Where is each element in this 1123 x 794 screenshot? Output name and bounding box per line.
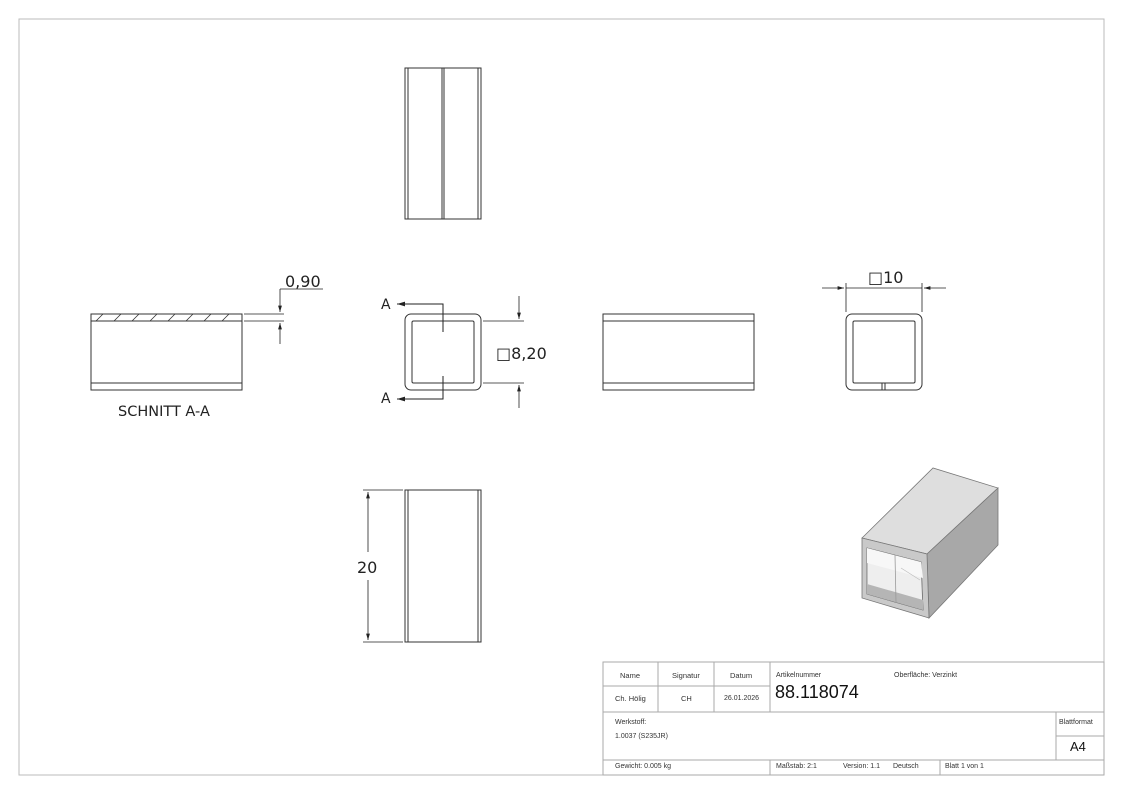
format-value: A4 [1070, 739, 1086, 754]
title-block [602, 661, 1105, 776]
sheet-number: Blatt 1 von 1 [945, 763, 984, 770]
wall-thickness-dimension [244, 288, 323, 344]
drawing-frame [18, 18, 1105, 776]
format-label: Blattformat [1059, 719, 1093, 726]
top-view [404, 67, 482, 220]
bottom-view [404, 489, 482, 643]
surface-finish: Oberfläche: Verzinkt [894, 672, 958, 679]
name-value: Ch. Hölig [615, 694, 646, 703]
section-a-a-view [90, 313, 243, 391]
wall-thickness-label: 0,90 [285, 272, 321, 291]
outer-size-dimension [822, 283, 946, 312]
version: Version: 1.1 [843, 763, 880, 770]
end-view [845, 313, 923, 391]
signature-value: CH [681, 694, 692, 703]
language: Deutsch [893, 763, 919, 770]
length-label: 20 [357, 558, 377, 577]
date-header: Datum [730, 671, 753, 680]
section-cut-markers [397, 301, 444, 402]
name-header: Name [620, 671, 641, 680]
inner-size-label: □8,20 [496, 344, 547, 363]
date-value: 26.01.2026 [724, 695, 760, 702]
weight: Gewicht: 0.005 kg [615, 763, 672, 770]
length-dimension [363, 489, 403, 643]
section-view-label: SCHNITT A-A [118, 404, 210, 420]
material-value: 1.0037 (S235JR) [615, 733, 668, 740]
material-label: Werkstoff: [615, 719, 647, 726]
cut-label-bottom: A [381, 391, 391, 407]
article-label: Artikelnummer [776, 672, 822, 679]
signature-header: Signatur [672, 671, 700, 680]
side-view [602, 313, 755, 391]
inner-size-dimension [483, 296, 524, 408]
section-hatch [95, 313, 230, 322]
cut-label-top: A [381, 297, 391, 313]
outer-size-label: □10 [868, 268, 903, 287]
isometric-view [861, 467, 999, 619]
scale: Maßstab: 2:1 [776, 763, 817, 770]
article-number: 88.118074 [775, 682, 859, 702]
